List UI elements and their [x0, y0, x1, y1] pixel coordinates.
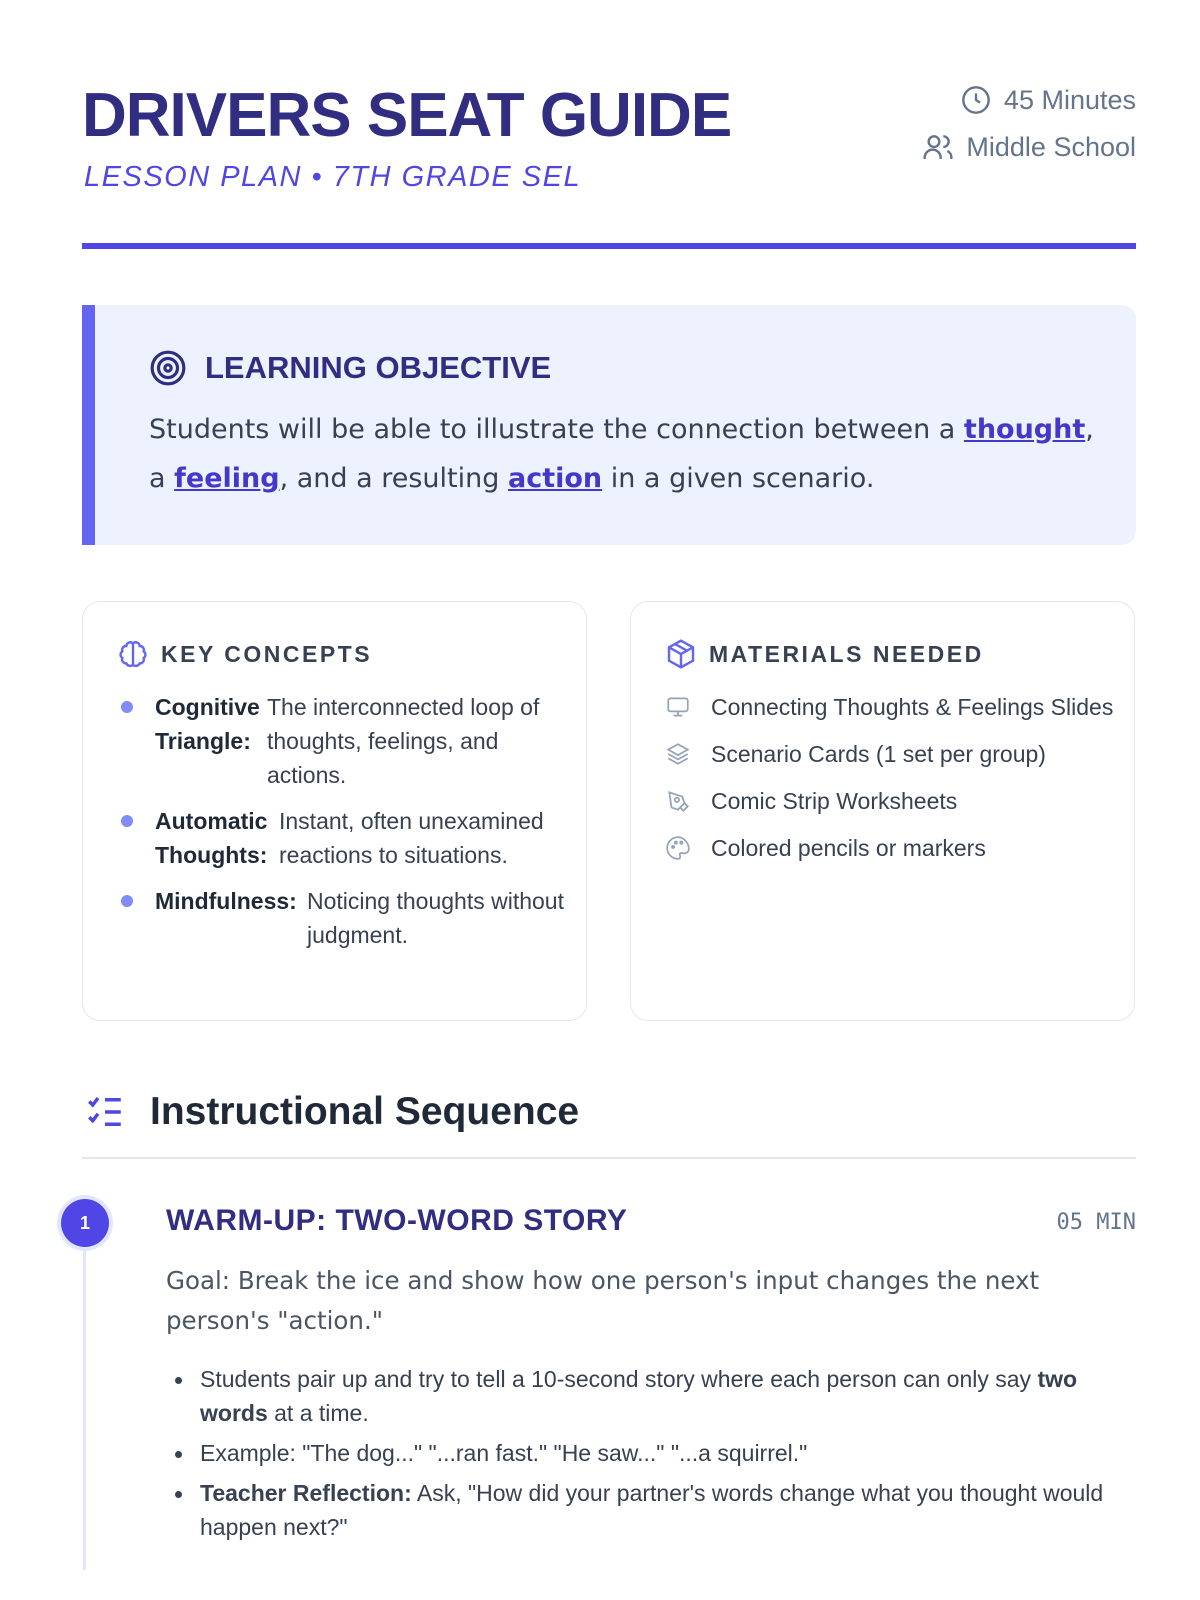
bullet-text: at a time. — [267, 1400, 369, 1426]
step-duration: 05 MIN — [1056, 1210, 1136, 1235]
material-label: Colored pencils or markers — [711, 835, 986, 861]
action-link[interactable]: action — [507, 463, 603, 494]
list-checks-icon — [88, 1096, 121, 1126]
step-number-badge: 1 — [61, 1199, 109, 1247]
concept-desc: Noticing thoughts without judgment. — [307, 888, 564, 948]
material-item: Connecting Thoughts & Feelings Slides — [665, 690, 1115, 724]
thought-link[interactable]: thought — [963, 414, 1086, 445]
material-item: Scenario Cards (1 set per group) — [665, 737, 1115, 771]
header-divider — [82, 243, 1136, 249]
target-icon — [150, 350, 186, 386]
material-item: Comic Strip Worksheets — [665, 784, 1115, 818]
duration-meta: 45 Minutes — [960, 84, 1136, 116]
material-item: Colored pencils or markers — [665, 831, 1115, 865]
concept-desc: Instant, often unexamined reactions to s… — [279, 808, 544, 868]
bullet-dot — [121, 815, 133, 827]
material-label: Connecting Thoughts & Feelings Slides — [711, 694, 1114, 720]
key-concepts-heading: KEY CONCEPTS — [117, 638, 372, 670]
objective-text-part: in a given scenario. — [602, 463, 875, 494]
material-label: Scenario Cards (1 set per group) — [711, 741, 1046, 767]
page-title: DRIVERS SEAT GUIDE — [82, 81, 732, 150]
learning-objective-box: LEARNING OBJECTIVE Students will be able… — [82, 305, 1136, 545]
concept-term: Automatic Thoughts: — [155, 808, 268, 868]
materials-list: Connecting Thoughts & Feelings Slides Sc… — [665, 690, 1115, 878]
bullet-text: Students pair up and try to tell a 10-se… — [200, 1366, 1038, 1392]
box-icon — [667, 639, 695, 669]
duration-text: 45 Minutes — [1003, 84, 1136, 115]
key-concepts-card: KEY CONCEPTS Cognitive Triangle:The inte… — [82, 601, 587, 1021]
timeline-line — [83, 1240, 86, 1570]
bullet-text: Example: "The dog..." "...ran fast." "He… — [200, 1440, 808, 1466]
palette-icon — [666, 836, 690, 860]
materials-title: MATERIALS NEEDED — [709, 640, 984, 667]
step-bullet: Students pair up and try to tell a 10-se… — [166, 1362, 1136, 1430]
concept-item: Mindfulness: Noticing thoughts without ju… — [117, 884, 567, 952]
step-goal: Goal: Break the ice and show how one per… — [166, 1266, 1040, 1335]
objective-text-part: , a — [149, 414, 1094, 494]
objective-heading: LEARNING OBJECTIVE — [149, 349, 551, 387]
concept-term: Mindfulness: — [155, 888, 297, 914]
sequence-divider — [82, 1157, 1136, 1159]
objective-text: Students will be able to illustrate the … — [149, 405, 1109, 503]
concept-item: Cognitive Triangle:The interconnected lo… — [117, 690, 567, 792]
concept-term: Cognitive Triangle: — [155, 694, 260, 754]
bullet-dot — [121, 895, 133, 907]
material-label: Comic Strip Worksheets — [711, 788, 958, 814]
materials-heading: MATERIALS NEEDED — [665, 638, 984, 670]
objective-text-part: Students will be able to illustrate the … — [149, 414, 964, 445]
monitor-icon — [667, 697, 689, 717]
clock-icon — [962, 86, 990, 114]
key-concepts-title: KEY CONCEPTS — [161, 640, 373, 667]
objective-heading-text: LEARNING OBJECTIVE — [205, 350, 552, 385]
sequence-title: Instructional Sequence — [150, 1090, 580, 1133]
page-subtitle: LESSON PLAN • 7TH GRADE SEL — [84, 161, 582, 193]
concept-desc: The interconnected loop of thoughts, fee… — [267, 694, 540, 788]
bullet-dot — [121, 701, 133, 713]
pen-tool-icon — [668, 791, 689, 812]
brain-icon — [119, 641, 147, 668]
bullet-text: Ask, "How did your partner's words chang… — [200, 1480, 1104, 1540]
bullet-bold: two words — [200, 1366, 1078, 1426]
key-concepts-list: Cognitive Triangle:The interconnected lo… — [117, 690, 567, 964]
layers-icon — [666, 743, 690, 765]
objective-text-part: , and a resulting — [279, 463, 508, 494]
concept-item: Automatic Thoughts:Instant, often unexam… — [117, 804, 567, 872]
bullet-bold: Teacher Reflection: — [200, 1480, 412, 1506]
step-bullet: Example: "The dog..." "...ran fast." "He… — [166, 1436, 1136, 1470]
step-bullets: Students pair up and try to tell a 10-se… — [166, 1362, 1136, 1550]
materials-card: MATERIALS NEEDED Connecting Thoughts & F… — [630, 601, 1135, 1021]
feeling-link[interactable]: feeling — [174, 463, 280, 494]
step-title: WARM-UP: TWO-WORD STORY — [166, 1204, 628, 1237]
users-icon — [923, 135, 953, 159]
audience-meta: Middle School — [922, 131, 1136, 163]
sequence-heading: Instructional Sequence — [84, 1090, 579, 1134]
step-bullet: Teacher Reflection: Ask, "How did your p… — [166, 1476, 1136, 1544]
audience-text: Middle School — [966, 131, 1136, 162]
